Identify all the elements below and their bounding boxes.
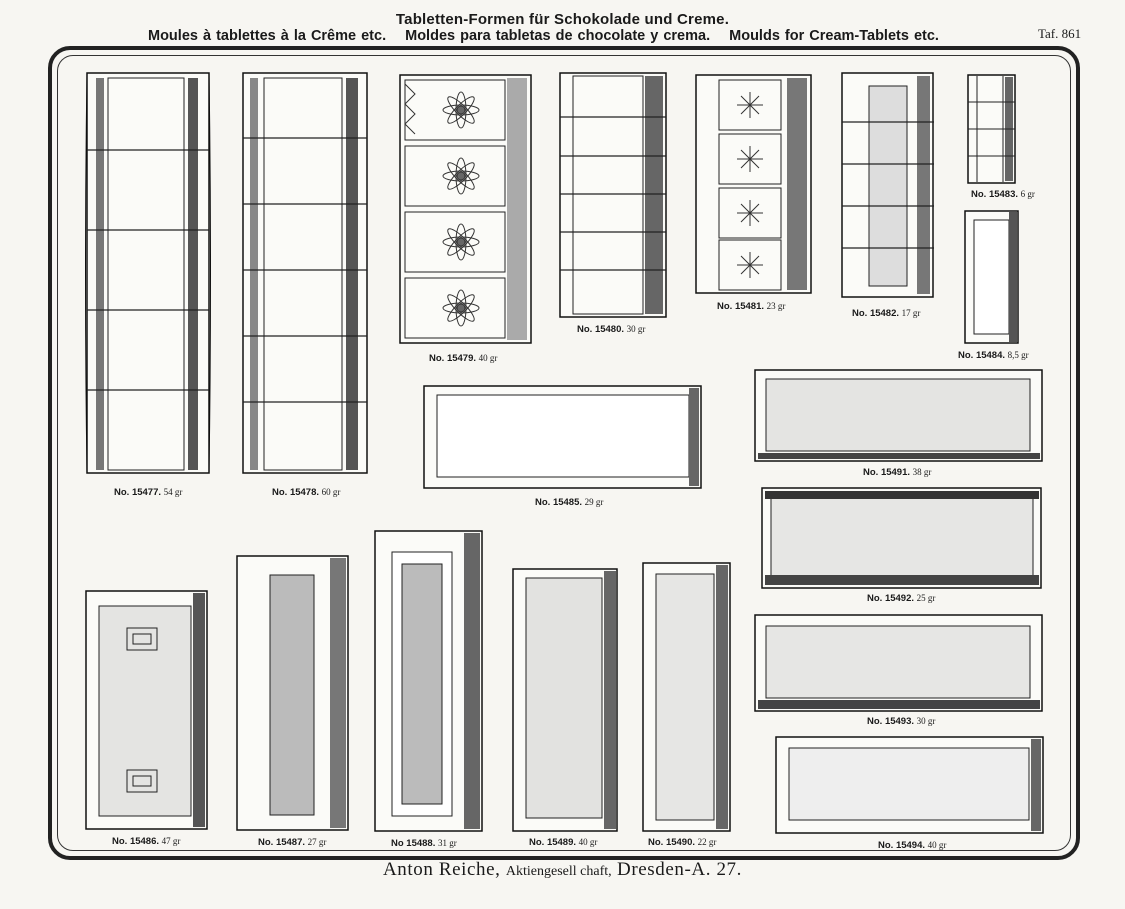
mold-15489 (512, 568, 618, 832)
caption-15488: No 15488. 31 gr (391, 838, 457, 849)
item-number: No 15488. (391, 838, 436, 849)
mold-15490 (642, 562, 731, 832)
item-weight: 27 gr (307, 837, 327, 847)
caption-15485: No. 15485. 29 gr (535, 497, 603, 508)
mold-15481 (695, 74, 812, 294)
ornamental-frame (48, 46, 1080, 860)
item-weight: 40 gr (478, 353, 498, 363)
company-name: Anton Reiche, (382, 859, 501, 880)
caption-15490: No. 15490. 22 gr (648, 837, 716, 848)
mold-15484 (964, 210, 1019, 344)
item-weight: 6 gr (1020, 189, 1035, 199)
item-weight: 8,5 gr (1007, 350, 1029, 360)
caption-15494: No. 15494. 40 gr (878, 840, 946, 851)
item-number: No. 15481. (717, 301, 764, 312)
mold-15493 (754, 614, 1043, 712)
mold-15487 (236, 555, 349, 831)
mold-15486 (85, 590, 208, 830)
item-number: No. 15478. (272, 487, 319, 498)
item-number: No. 15491. (863, 467, 910, 478)
caption-15489: No. 15489. 40 gr (529, 837, 597, 848)
item-number: No. 15480. (577, 324, 624, 335)
page-subtitles: Moules à tablettes à la Crême etc. Molde… (148, 28, 953, 44)
company-city: Dresden-A. 27. (617, 859, 743, 880)
company-type: Aktiengesell chaft, (505, 864, 612, 879)
plate-number: Taf. 861 (1038, 26, 1082, 41)
item-weight: 25 gr (916, 593, 936, 603)
item-number: No. 15492. (867, 593, 914, 604)
item-weight: 22 gr (697, 837, 717, 847)
caption-15480: No. 15480. 30 gr (577, 324, 645, 335)
item-weight: 47 gr (161, 836, 181, 846)
caption-15491: No. 15491. 38 gr (863, 467, 931, 478)
item-number: No. 15484. (958, 350, 1005, 361)
subtitle-spanish: Moldes para tabletas de chocolate y crem… (405, 28, 711, 44)
item-weight: 38 gr (912, 467, 932, 477)
caption-15484: No. 15484. 8,5 gr (958, 350, 1029, 361)
caption-15482: No. 15482. 17 gr (852, 308, 920, 319)
mold-15483 (967, 74, 1016, 184)
caption-15481: No. 15481. 23 gr (717, 301, 785, 312)
caption-15487: No. 15487. 27 gr (258, 837, 326, 848)
item-weight: 23 gr (766, 301, 786, 311)
item-weight: 60 gr (321, 487, 341, 497)
item-weight: 29 gr (584, 497, 604, 507)
mold-15478 (242, 72, 368, 474)
item-number: No. 15486. (112, 836, 159, 847)
item-weight: 40 gr (927, 840, 947, 850)
item-number: No. 15483. (971, 189, 1018, 200)
mold-15479 (399, 74, 532, 344)
page-title: Tabletten-Formen für Schokolade und Crem… (395, 11, 730, 28)
caption-15492: No. 15492. 25 gr (867, 593, 935, 604)
caption-15478: No. 15478. 60 gr (272, 487, 340, 498)
item-number: No. 15487. (258, 837, 305, 848)
item-weight: 30 gr (626, 324, 646, 334)
caption-15483: No. 15483. 6 gr (971, 189, 1035, 200)
publisher-footer: Anton Reiche, Aktiengesell chaft, Dresde… (0, 859, 1125, 881)
mold-15477 (85, 72, 211, 474)
item-number: No. 15489. (529, 837, 576, 848)
caption-15477: No. 15477. 54 gr (114, 487, 182, 498)
mold-15482 (841, 72, 934, 298)
mold-15494 (775, 736, 1044, 834)
item-number: No. 15479. (429, 353, 476, 364)
caption-15493: No. 15493. 30 gr (867, 716, 935, 727)
item-weight: 40 gr (578, 837, 598, 847)
subtitle-english: Moulds for Cream-Tablets etc. (729, 28, 939, 44)
item-weight: 54 gr (163, 487, 183, 497)
item-number: No. 15493. (867, 716, 914, 727)
item-number: No. 15494. (878, 840, 925, 851)
mold-15492 (761, 487, 1042, 589)
caption-15486: No. 15486. 47 gr (112, 836, 180, 847)
item-weight: 17 gr (901, 308, 921, 318)
item-number: No. 15477. (114, 487, 161, 498)
item-weight: 30 gr (916, 716, 936, 726)
mold-15491 (754, 369, 1043, 462)
mold-15485 (423, 385, 702, 489)
subtitle-french: Moules à tablettes à la Crême etc. (148, 28, 387, 44)
mold-15488 (374, 530, 483, 832)
caption-15479: No. 15479. 40 gr (429, 353, 497, 364)
item-weight: 31 gr (438, 838, 457, 848)
item-number: No. 15490. (648, 837, 695, 848)
mold-15480 (559, 72, 667, 318)
item-number: No. 15482. (852, 308, 899, 319)
item-number: No. 15485. (535, 497, 582, 508)
